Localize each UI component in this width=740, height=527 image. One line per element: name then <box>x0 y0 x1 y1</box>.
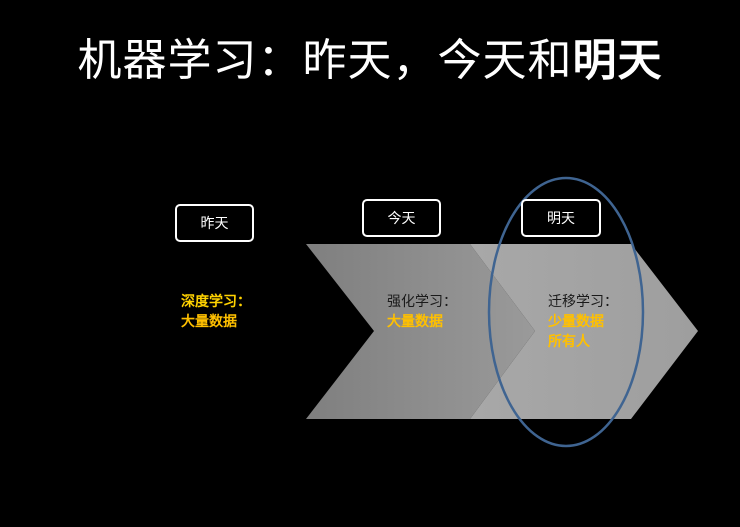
stage-today-text: 强化学习： 大量数据 <box>387 292 457 332</box>
arrow-today <box>306 244 535 419</box>
title-emphasis: 明天 <box>572 35 663 86</box>
stage-tomorrow-method: 迁移学习： <box>548 294 618 310</box>
day-label-tomorrow: 明天 <box>521 199 601 237</box>
day-label-today-text: 今天 <box>387 211 416 227</box>
day-label-yesterday-text: 昨天 <box>200 216 229 232</box>
stage-tomorrow-req-1: 少量数据 <box>548 314 604 330</box>
title-main: 机器学习：昨天，今天和 <box>77 35 573 86</box>
stage-yesterday-text: 深度学习： 大量数据 <box>181 292 251 332</box>
stage-tomorrow-req-2: 所有人 <box>548 334 590 350</box>
slide-title: 机器学习：昨天，今天和明天 <box>0 32 740 90</box>
stage-yesterday-method: 深度学习： <box>181 294 251 310</box>
stage-today-req-1: 大量数据 <box>387 314 443 330</box>
stage-tomorrow-text: 迁移学习： 少量数据 所有人 <box>548 292 618 352</box>
day-label-tomorrow-text: 明天 <box>547 211 575 227</box>
day-label-today: 今天 <box>362 199 441 237</box>
stage-today-method: 强化学习： <box>387 294 457 310</box>
stage-yesterday-req-1: 大量数据 <box>181 314 237 330</box>
highlight-ellipse <box>487 176 645 448</box>
day-label-yesterday: 昨天 <box>175 204 254 242</box>
